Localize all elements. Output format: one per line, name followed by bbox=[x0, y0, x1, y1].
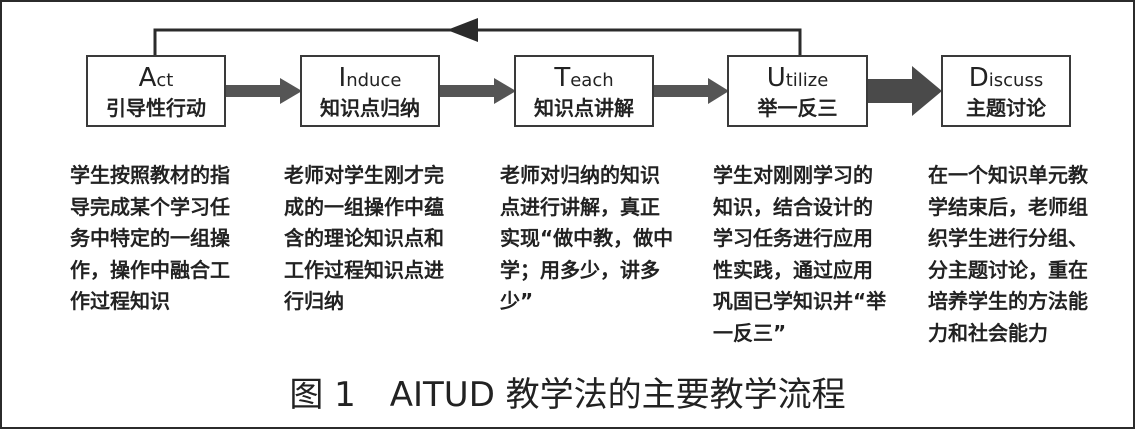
feedback-arrow-head bbox=[447, 18, 478, 42]
step-rest: tilize bbox=[785, 70, 829, 91]
step-description-teach: 老师对归纳的知识点进行讲解，真正实现“做中教，做中学；用多少，讲多少” bbox=[500, 163, 674, 313]
step-description-discuss: 在一个知识单元教学结束后，老师组织学生进行分组、分主题讨论，重在培养学生的方法能… bbox=[928, 163, 1088, 345]
step-letter: D bbox=[968, 63, 989, 93]
step-chinese-label: 主题讨论 bbox=[966, 96, 1046, 120]
step-letter: A bbox=[138, 63, 157, 93]
step-box-teach: Teach 知识点讲解 bbox=[514, 55, 654, 127]
step-description-utilize: 学生对刚刚学习的知识，结合设计的学习任务进行应用性实践，通过应用巩固已学知识并“… bbox=[713, 163, 887, 345]
step-rest: iscuss bbox=[988, 70, 1044, 91]
step-box-induce: Induce 知识点归纳 bbox=[300, 55, 440, 127]
step-rest: each bbox=[570, 70, 614, 91]
step-box-act: Act 引导性行动 bbox=[86, 55, 226, 127]
arrow-teach-utilize bbox=[652, 78, 729, 104]
arrow-induce-teach bbox=[438, 78, 516, 104]
step-chinese-label: 引导性行动 bbox=[106, 96, 206, 120]
step-chinese-label: 知识点讲解 bbox=[534, 96, 634, 120]
step-box-utilize: Utilize 举一反三 bbox=[727, 55, 868, 127]
step-chinese-label: 知识点归纳 bbox=[320, 96, 420, 120]
step-letter: I bbox=[338, 63, 347, 93]
step-description-induce: 老师对学生刚才完成的一组操作中蕴含的理论知识点和工作过程知识点进行归纳 bbox=[284, 163, 444, 313]
arrow-utilize-discuss bbox=[866, 66, 942, 116]
step-box-discuss: Discuss 主题讨论 bbox=[941, 55, 1071, 127]
arrow-act-induce bbox=[224, 78, 302, 104]
step-rest: ct bbox=[156, 70, 174, 91]
step-letter: T bbox=[554, 63, 571, 93]
step-description-act: 学生按照教材的指导完成某个学习任务中特定的一组操作，操作中融合工作过程知识 bbox=[70, 163, 230, 313]
step-rest: nduce bbox=[346, 70, 402, 91]
step-letter: U bbox=[766, 63, 786, 93]
figure-caption: 图 1 AITUD 教学法的主要教学流程 bbox=[289, 375, 846, 415]
step-chinese-label: 举一反三 bbox=[757, 96, 838, 120]
